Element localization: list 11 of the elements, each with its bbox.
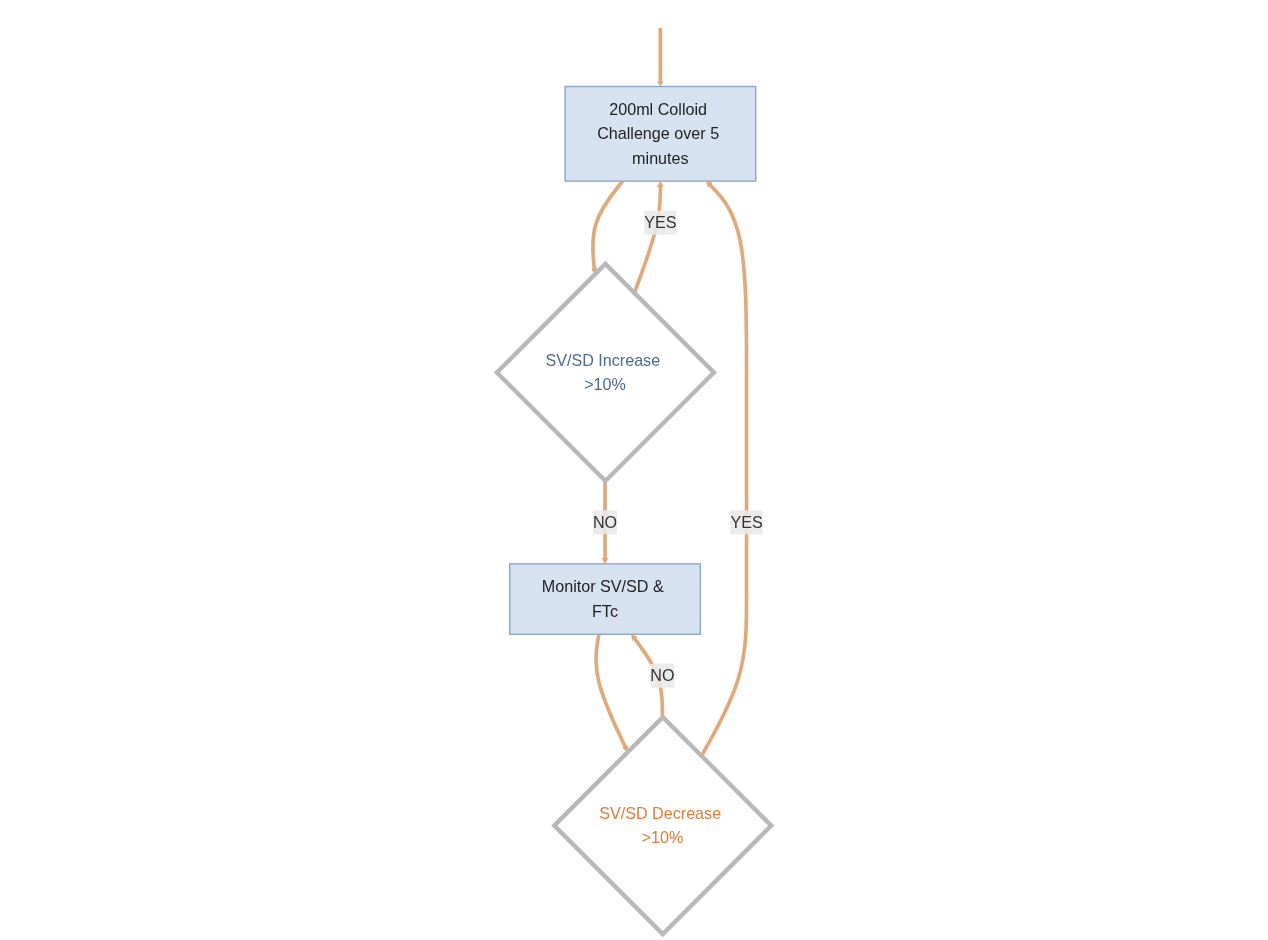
arrow bbox=[594, 633, 628, 753]
edge-label: NO bbox=[592, 513, 618, 532]
node-box: 200ml Colloid Challenge over 5 minutes bbox=[564, 85, 757, 182]
edge-label: NO bbox=[650, 666, 675, 685]
node-diamond: SV/SD Decrease >10% bbox=[551, 713, 775, 938]
edge-label: YES bbox=[644, 213, 677, 232]
arrow bbox=[699, 180, 749, 757]
node-box: Monitor SV/SD & FTc bbox=[508, 563, 701, 635]
arrow bbox=[657, 27, 664, 87]
edge-label: YES bbox=[730, 513, 763, 532]
node-diamond: SV/SD Increase >10% bbox=[493, 260, 717, 485]
